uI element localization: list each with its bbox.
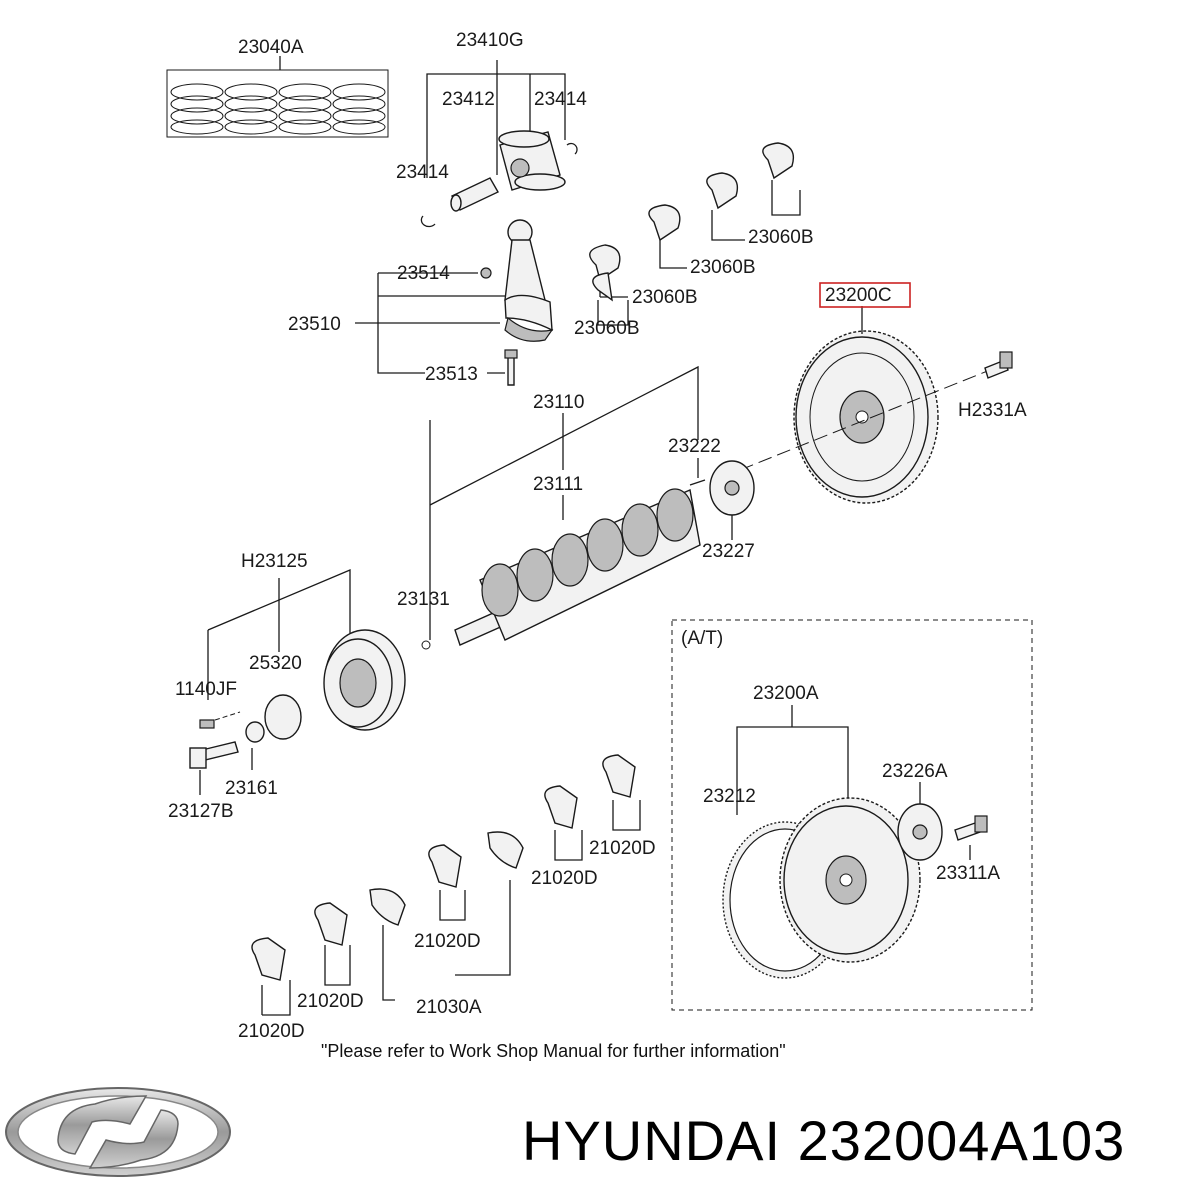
part-labels: 23040A 23410G 23412 23414 23414 23514 23… — [168, 30, 1027, 1042]
label-23060B-3: 23060B — [632, 287, 698, 308]
highlight-box — [819, 282, 911, 308]
label-at: (A/T) — [681, 628, 723, 649]
piston-ring-set — [166, 56, 389, 138]
crank-adapter — [689, 458, 755, 540]
label-21020D-1: 21020D — [589, 838, 656, 859]
label-21020D-4: 21020D — [297, 991, 364, 1012]
label-23414-right: 23414 — [534, 89, 587, 110]
rod-bearings — [589, 142, 801, 326]
label-23414-left: 23414 — [396, 162, 449, 183]
label-23311A: 23311A — [936, 863, 1000, 884]
label-25320: 25320 — [249, 653, 302, 674]
label-21020D-3: 21020D — [414, 931, 481, 952]
label-23410G: 23410G — [456, 30, 524, 51]
label-23131: 23131 — [397, 589, 450, 610]
label-23226A: 23226A — [882, 761, 948, 782]
label-23110: 23110 — [533, 392, 584, 413]
label-21030A: 21030A — [416, 997, 482, 1018]
label-23111: 23111 — [533, 474, 583, 495]
label-23412: 23412 — [442, 89, 495, 110]
label-23040A: 23040A — [238, 37, 304, 58]
main-bearings — [251, 754, 641, 1016]
hyundai-logo — [5, 1087, 231, 1177]
label-23200A: 23200A — [753, 683, 819, 704]
brand-part-number: HYUNDAI 232004A103 — [522, 1109, 1126, 1172]
damper-pulley — [189, 569, 406, 795]
label-23212: 23212 — [703, 786, 756, 807]
crankshaft — [421, 365, 701, 650]
label-23510: 23510 — [288, 314, 341, 335]
label-23222: 23222 — [668, 436, 721, 457]
label-21020D-2: 21020D — [531, 868, 598, 889]
label-23060B-1: 23060B — [748, 227, 814, 248]
manual-note: "Please refer to Work Shop Manual for fu… — [321, 1041, 786, 1061]
label-21020D-5: 21020D — [238, 1021, 305, 1042]
label-23227: 23227 — [702, 541, 755, 562]
label-23161: 23161 — [225, 778, 278, 799]
label-H2331A: H2331A — [958, 400, 1027, 421]
piston-assembly — [420, 60, 578, 228]
label-23200C: 23200C — [825, 285, 892, 306]
label-23060B-2: 23060B — [690, 257, 756, 278]
label-H23125: H23125 — [241, 551, 308, 572]
label-23127B: 23127B — [168, 801, 234, 822]
connecting-rod — [355, 219, 554, 386]
at-box — [671, 619, 1033, 1011]
label-23513: 23513 — [425, 364, 478, 385]
label-1140JF: 1140JF — [175, 679, 237, 700]
label-23514: 23514 — [397, 263, 450, 284]
flywheel-manual — [739, 306, 1013, 504]
label-23060B-4: 23060B — [574, 318, 640, 339]
